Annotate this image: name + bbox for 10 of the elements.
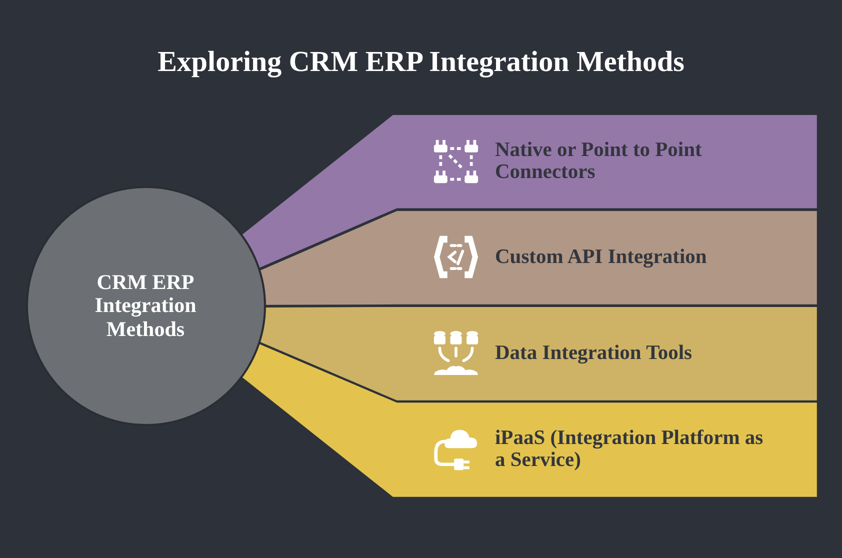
method-label: iPaaS (Integration Platform as a Service) [494,428,764,472]
diagram-title: Exploring CRM ERP Integration Methods [158,46,684,79]
method-band [242,344,817,497]
method-band [242,115,817,268]
method-label: Data Integration Tools [494,342,694,364]
hub-label: CRM ERP Integration Methods [94,270,198,342]
method-label: Custom API Integration [494,246,708,268]
method-band [260,306,817,400]
method-label: Native or Point to Point Connectors [494,140,703,184]
method-band [260,210,817,305]
